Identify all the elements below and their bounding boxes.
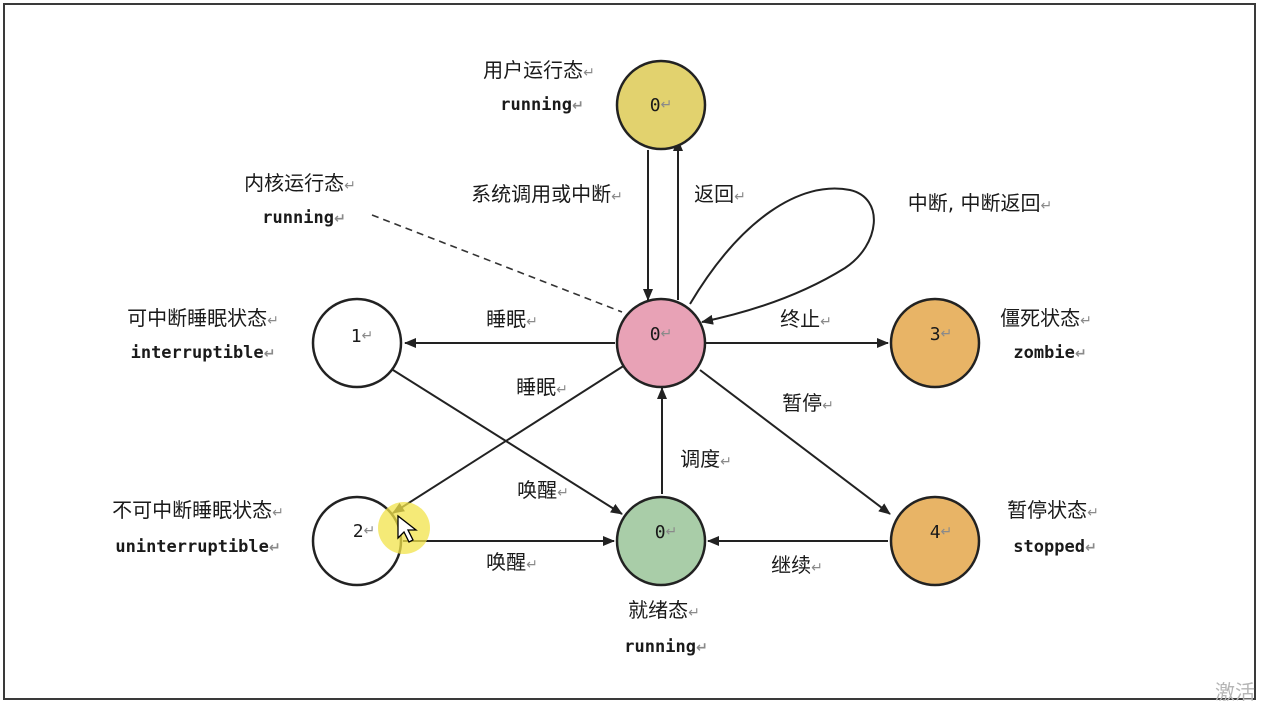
edge-label-syscall: 系统调用或中断↵ [471,182,623,206]
edge-wake-interruptible [392,369,623,515]
label-stopped-title: 暂停状态↵ [1007,498,1099,522]
edge-label-wake-uninterruptible: 唤醒↵ [486,550,538,574]
node-user-running: 0↵ [615,59,707,151]
edge-label-interrupt-loop: 中断, 中断返回↵ [908,191,1052,215]
edge-label-terminate: 终止↵ [780,307,832,331]
edge-interrupt-loop [689,187,875,325]
node-number: 0 [655,522,666,543]
node-kernel-running: 0↵ [615,297,707,389]
edge-label-continue: 继续↵ [771,553,823,577]
svg-text:2↵: 2↵ [353,521,376,542]
label-user-running-title: 用户运行态↵ [483,58,595,82]
label-user-running-subtitle: running↵ [500,95,583,115]
edge-label-pause: 暂停↵ [782,391,834,415]
node-circle [615,495,707,587]
node-stopped: 4↵ [889,495,981,587]
node-circle [889,495,981,587]
label-ready-subtitle: running↵ [624,637,707,657]
node-circle [311,297,403,389]
svg-text:0↵: 0↵ [650,324,673,345]
mouse-cursor-icon [397,514,418,543]
svg-text:4↵: 4↵ [930,522,953,543]
label-kernel-running-subtitle: running↵ [262,208,345,228]
svg-text:1↵: 1↵ [351,326,374,347]
node-circle [615,297,707,389]
node-number: 0 [650,324,661,345]
label-stopped-subtitle: stopped↵ [1013,537,1096,557]
edge-label-wake-interruptible: 唤醒↵ [517,478,569,502]
node-number: 3 [930,324,941,345]
node-zombie: 3↵ [889,297,981,389]
node-interruptible: 1↵ [311,297,403,389]
edge-label-sleep-uninterruptible: 睡眠↵ [516,375,568,399]
node-number: 2 [353,521,364,542]
watermark-text: 激活 [1215,680,1255,704]
node-circle [615,59,707,151]
node-circle [889,297,981,389]
node-uninterruptible: 2↵ [311,495,403,587]
edge-pause [699,369,891,515]
label-zombie-title: 僵死状态↵ [1000,306,1092,330]
edge-label-sleep-interruptible: 睡眠↵ [486,307,538,331]
svg-text:0↵: 0↵ [650,95,673,116]
node-number: 0 [650,95,661,116]
label-uninterruptible-title: 不可中断睡眠状态↵ [112,498,284,522]
node-number: 1 [351,326,362,347]
label-ready-title: 就绪态↵ [628,598,700,622]
kernel-label-pointer [371,214,623,313]
edge-sleep-uninterruptible [392,364,626,514]
label-interruptible-title: 可中断睡眠状态↵ [127,306,279,330]
svg-text:3↵: 3↵ [930,324,953,345]
node-ready: 0↵ [615,495,707,587]
edge-label-schedule: 调度↵ [680,447,732,471]
label-zombie-subtitle: zombie↵ [1013,343,1086,363]
edge-label-return: 返回↵ [694,182,746,206]
node-number: 4 [930,522,941,543]
label-interruptible-subtitle: interruptible↵ [131,343,276,363]
label-kernel-running-title: 内核运行态↵ [244,171,356,195]
label-uninterruptible-subtitle: uninterruptible↵ [115,537,280,557]
svg-text:0↵: 0↵ [655,522,678,543]
